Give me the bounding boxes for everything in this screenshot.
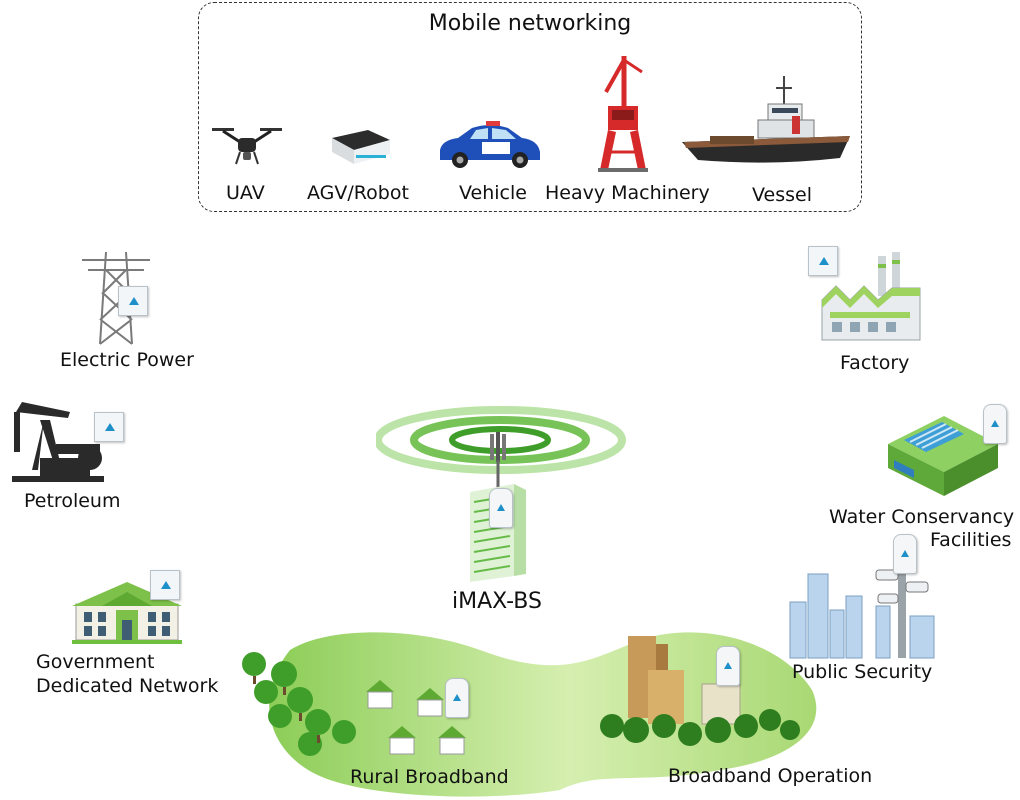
access-point-icon (445, 678, 469, 718)
access-point-icon (489, 488, 513, 528)
access-point-icon (983, 404, 1007, 444)
mobile-networking-group: Mobile networking (198, 2, 862, 212)
government-label-line2: Dedicated Network (36, 675, 219, 697)
agv-robot-icon (332, 130, 390, 164)
access-point-badge (118, 286, 148, 316)
access-point-badge (150, 570, 180, 600)
oil-pump-icon (12, 402, 104, 482)
vehicle-label: Vehicle (459, 182, 527, 204)
drone-icon (212, 128, 282, 165)
broadband-operation-label: Broadband Operation (668, 765, 873, 787)
dam-icon (888, 416, 998, 496)
city-buildings-icon (600, 636, 800, 746)
government-label-line1: Government (36, 651, 155, 673)
government-building-icon (72, 582, 182, 644)
vessel-label: Vessel (752, 184, 812, 206)
agv-robot-label: AGV/Robot (307, 182, 409, 204)
heavy-machinery-label: Heavy Machinery (545, 182, 710, 204)
rural-broadband-label: Rural Broadband (350, 766, 509, 788)
imax-bs-label: iMAX-BS (452, 589, 542, 614)
surveillance-camera-icon (789, 562, 935, 659)
water-conservancy-label-line2: Facilities (930, 529, 1012, 551)
crane-icon (598, 56, 648, 172)
rural-houses-icon (242, 652, 466, 756)
access-point-icon (893, 534, 917, 574)
water-conservancy-label-line1: Water Conservancy (829, 506, 1015, 528)
access-point-badge (94, 412, 124, 442)
public-security-label: Public Security (792, 661, 933, 683)
factory-label: Factory (840, 352, 910, 374)
police-car-icon (440, 121, 540, 168)
mobile-networking-title: Mobile networking (428, 11, 632, 36)
access-point-badge (808, 246, 838, 276)
factory-icon (821, 252, 921, 341)
access-point-icon (716, 646, 740, 686)
petroleum-label: Petroleum (24, 490, 121, 512)
tugboat-icon (682, 76, 850, 163)
uav-label: UAV (226, 182, 265, 204)
electric-power-label: Electric Power (60, 349, 194, 371)
